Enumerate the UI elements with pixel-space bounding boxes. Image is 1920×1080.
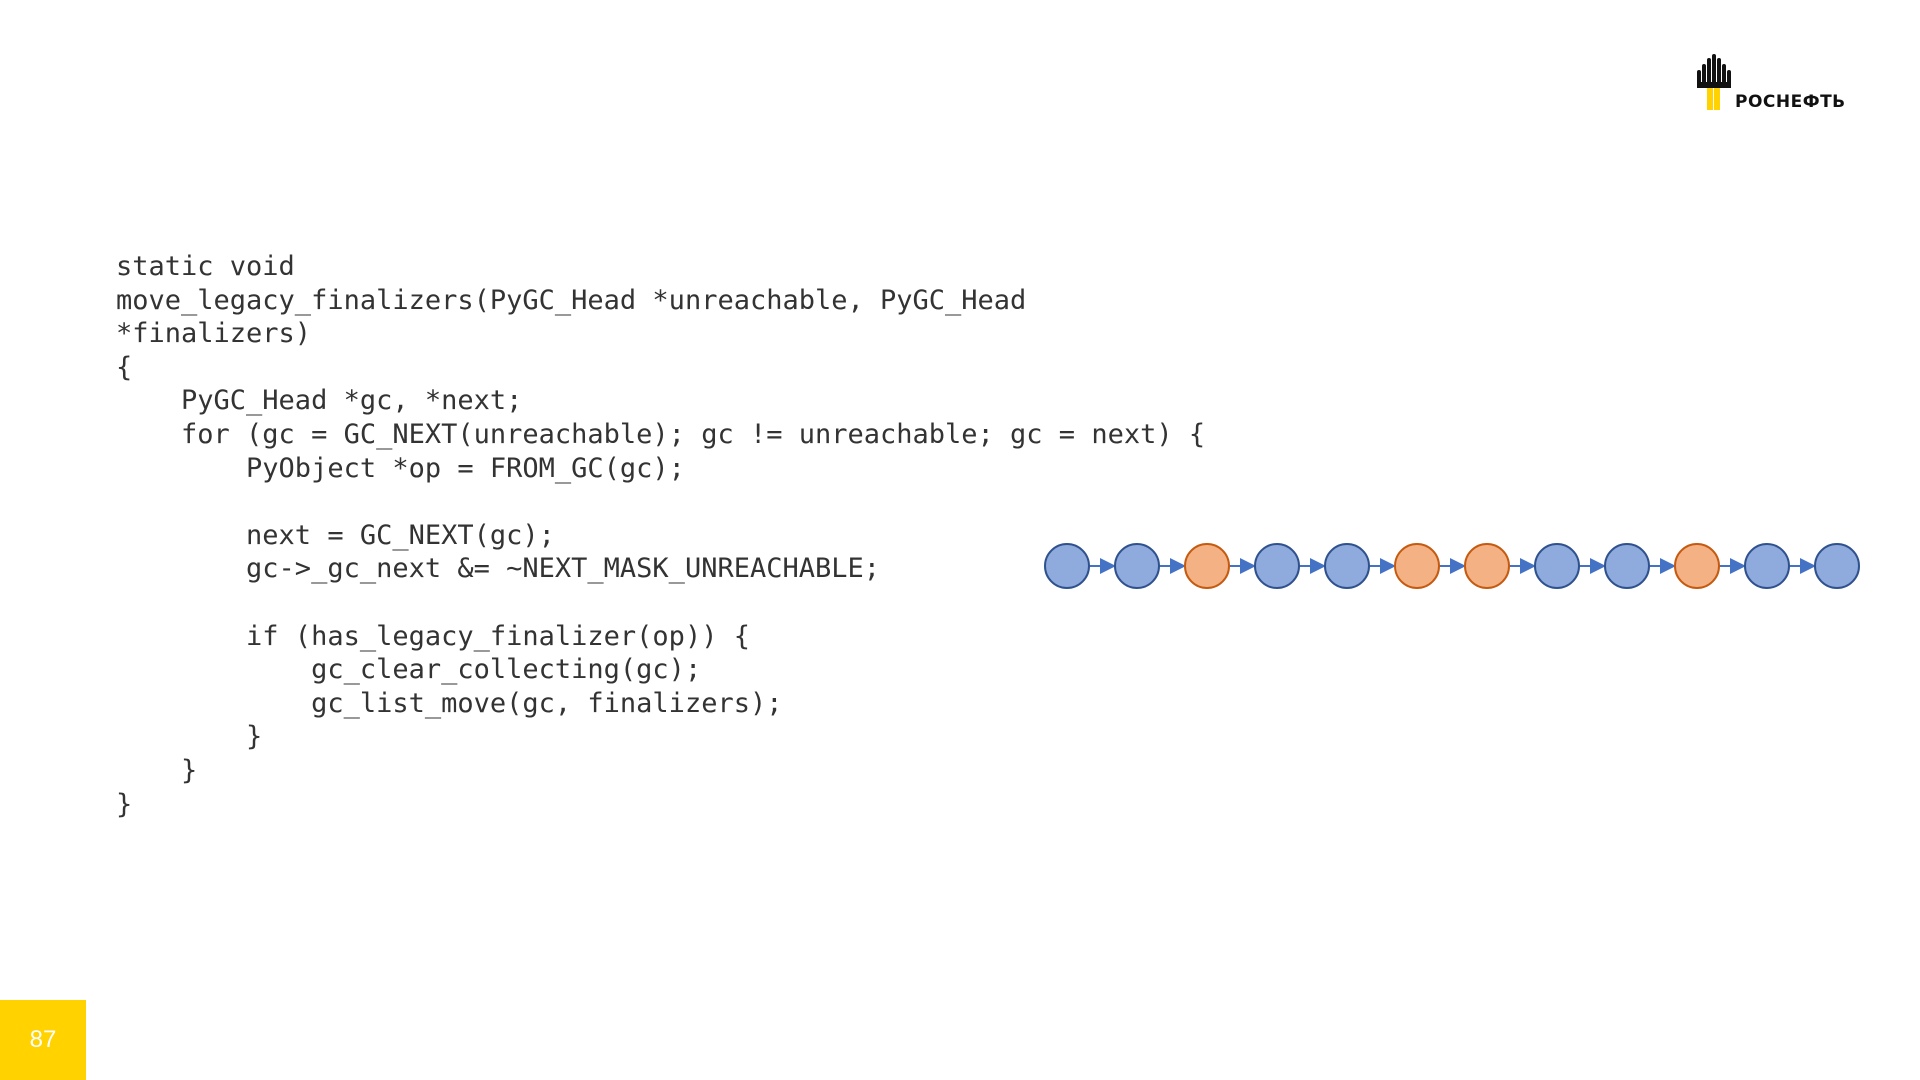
company-logo: РОСНЕФТЬ [1695, 54, 1870, 116]
linked-list-diagram [1044, 543, 1860, 589]
code-line: gc_list_move(gc, finalizers); [116, 687, 783, 719]
gc-node [1044, 543, 1090, 589]
code-line: static void [116, 251, 295, 282]
finalizer-node [1464, 543, 1510, 589]
code-line: { [116, 351, 133, 383]
rosneft-logo-icon [1697, 54, 1731, 110]
code-line: gc_clear_collecting(gc); [116, 654, 702, 686]
code-line: gc->_gc_next &= ~NEXT_MASK_UNREACHABLE; [116, 553, 881, 585]
code-line: move_legacy_finalizers(PyGC_Head *unreac… [116, 284, 1027, 316]
gc-node [1744, 543, 1790, 589]
code-line: } [116, 754, 198, 786]
code-line: for (gc = GC_NEXT(unreachable); gc != un… [116, 418, 1206, 450]
gc-node [1324, 543, 1370, 589]
code-line: } [116, 721, 263, 753]
page-number: 87 [0, 1000, 86, 1080]
code-line: next = GC_NEXT(gc); [116, 519, 555, 551]
code-line: PyObject *op = FROM_GC(gc); [116, 452, 685, 484]
gc-node [1814, 543, 1860, 589]
code-line: PyGC_Head *gc, *next; [116, 385, 523, 417]
finalizer-node [1394, 543, 1440, 589]
gc-node [1254, 543, 1300, 589]
gc-node [1604, 543, 1650, 589]
finalizer-node [1184, 543, 1230, 589]
gc-node [1534, 543, 1580, 589]
finalizer-node [1674, 543, 1720, 589]
code-line [116, 485, 1205, 519]
logo-text: РОСНЕФТЬ [1735, 92, 1846, 112]
code-line: if (has_legacy_finalizer(op)) { [116, 620, 750, 652]
code-line: *finalizers) [116, 318, 312, 350]
gc-node [1114, 543, 1160, 589]
code-line: } [116, 788, 133, 820]
